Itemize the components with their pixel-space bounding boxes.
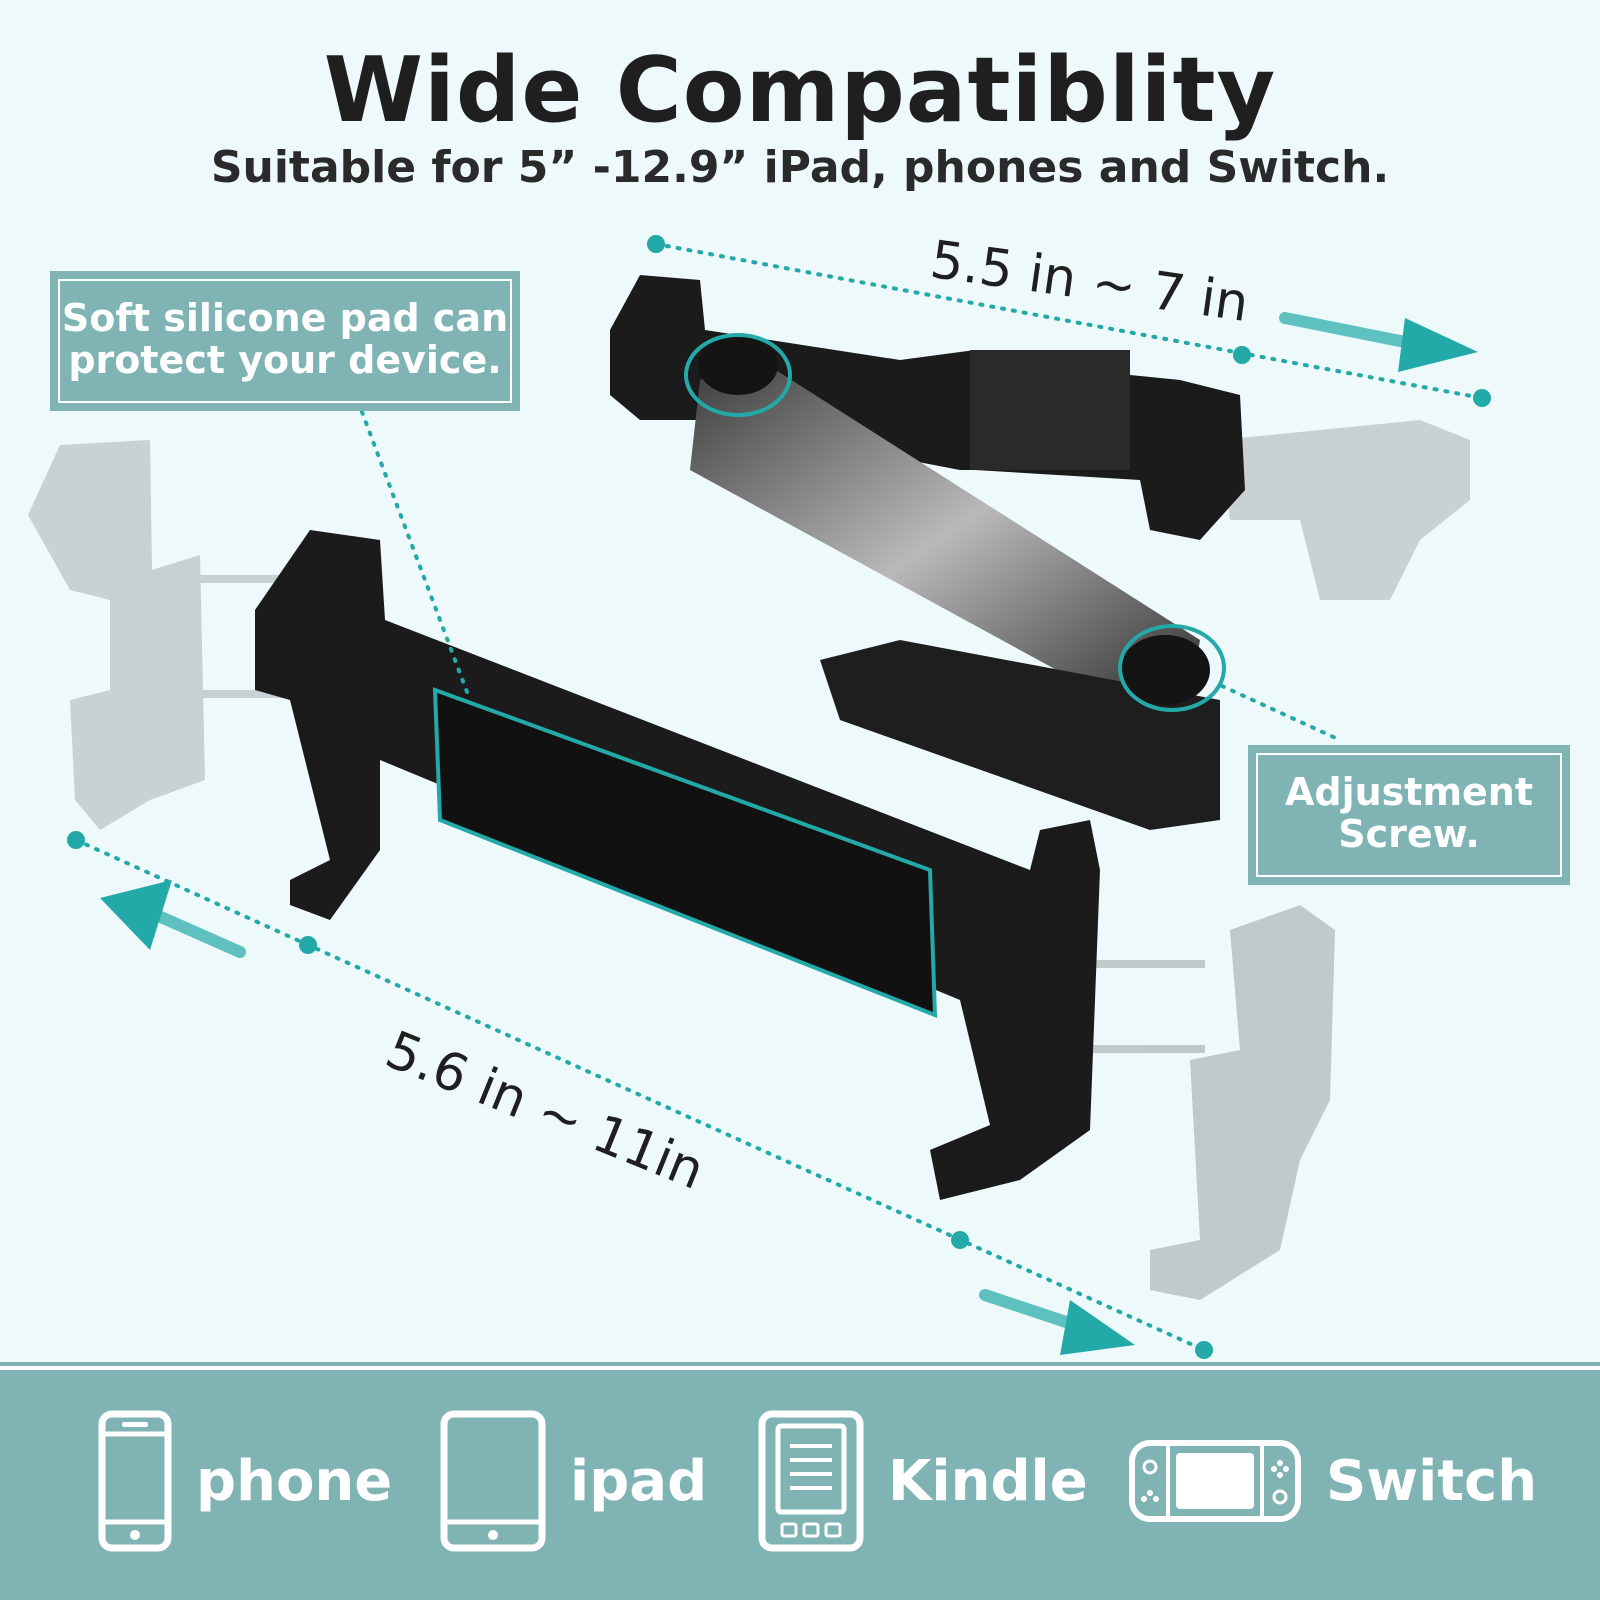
device-label-kindle: Kindle xyxy=(888,1448,1088,1514)
holder-illustration xyxy=(28,235,1491,1359)
extended-clamp-bottom-right xyxy=(1085,905,1335,1300)
dimension-lines xyxy=(74,242,1484,1352)
callout-screw-line2: Screw. xyxy=(1338,812,1480,856)
arrow-down-right-icon xyxy=(979,1289,1135,1355)
callout-silicone-pad: Soft silicone pad can protect your devic… xyxy=(50,271,520,411)
extended-clamp-right xyxy=(1200,420,1470,600)
device-phone: phone xyxy=(98,1362,392,1600)
screw-highlights xyxy=(684,333,1226,712)
tablet-icon xyxy=(440,1410,546,1552)
device-label-ipad: ipad xyxy=(570,1448,708,1514)
phone-icon xyxy=(98,1410,172,1552)
callout-screw-line1: Adjustment xyxy=(1284,770,1534,814)
telescopic-arm xyxy=(690,335,1220,830)
page-subtitle: Suitable for 5” -12.9” iPad, phones and … xyxy=(210,142,1390,193)
page-title: Wide Compatiblity xyxy=(323,38,1277,143)
callout-adjustment-screw: Adjustment Screw. xyxy=(1248,745,1570,885)
arrow-left-icon xyxy=(100,880,246,958)
device-switch: Switch xyxy=(1128,1362,1537,1600)
callout-pad-line1: Soft silicone pad can xyxy=(61,296,509,340)
arrow-right-icon xyxy=(1279,312,1478,372)
extended-clamp-left xyxy=(28,440,330,830)
band-divider xyxy=(0,1366,1600,1370)
callout-pad-line2: protect your device. xyxy=(68,338,502,382)
device-kindle: Kindle xyxy=(758,1362,1088,1600)
compatible-devices-bar: phone ipad Kindle xyxy=(0,1362,1600,1600)
game-console-icon xyxy=(1129,1440,1301,1522)
device-label-phone: phone xyxy=(196,1448,393,1514)
device-label-switch: Switch xyxy=(1326,1448,1538,1514)
tablet-holder xyxy=(255,530,1100,1200)
ereader-icon xyxy=(758,1410,864,1552)
dimension-endpoints xyxy=(67,235,1491,1359)
device-ipad: ipad xyxy=(440,1362,707,1600)
